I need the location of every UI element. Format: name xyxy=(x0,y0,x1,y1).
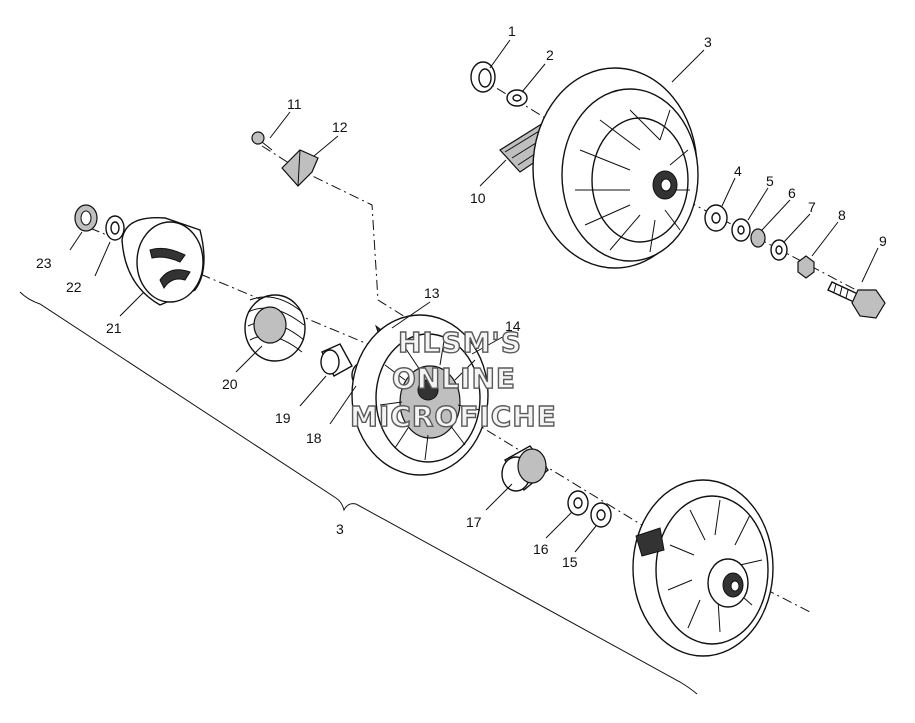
part-20-spring xyxy=(244,294,306,362)
part-4-washer xyxy=(704,204,728,232)
leader-lines xyxy=(69,39,879,553)
part-17-bearing xyxy=(501,445,549,492)
part-7-washer xyxy=(770,239,788,261)
watermark-line-3: MICROFICHE xyxy=(350,400,557,433)
part-6-lock-washer xyxy=(750,228,766,248)
callout-21: 21 xyxy=(106,320,122,336)
part-1-seal xyxy=(470,61,496,93)
watermark: HLSM'S ONLINE MICROFICHE xyxy=(349,325,557,433)
part-5-washer xyxy=(731,218,751,242)
part-21-cam xyxy=(121,216,205,306)
callout-6: 6 xyxy=(788,185,796,201)
part-22-washer xyxy=(105,215,125,241)
part-9-bolt xyxy=(827,281,886,319)
callout-4: 4 xyxy=(734,163,742,179)
callout-11: 11 xyxy=(287,96,302,112)
part-23-ring xyxy=(74,204,98,232)
watermark-line-1: HLSM'S xyxy=(398,326,522,359)
callout-12: 12 xyxy=(332,119,348,135)
callout-10: 10 xyxy=(470,190,486,206)
callout-14: 14 xyxy=(505,318,521,334)
part-2-washer xyxy=(506,89,528,107)
bolt-axis-line xyxy=(261,145,411,321)
assembly-bracket xyxy=(19,291,698,695)
part-11-screw xyxy=(251,131,273,151)
part-19-bushing xyxy=(320,343,353,377)
secondary-fixed-sheave xyxy=(632,479,774,657)
callout-7: 7 xyxy=(808,199,816,215)
callout-8: 8 xyxy=(838,207,846,223)
callout-1: 1 xyxy=(508,23,516,39)
callout-20: 20 xyxy=(222,376,238,392)
part-12-shoe xyxy=(281,149,319,187)
callout-9: 9 xyxy=(879,233,887,249)
callout-2: 2 xyxy=(546,47,554,63)
part-8-nut xyxy=(797,255,815,279)
callout-23: 23 xyxy=(36,255,52,271)
part-15-washer xyxy=(590,502,612,528)
callout-22: 22 xyxy=(66,279,82,295)
secondary-moveable-sheave xyxy=(351,314,489,476)
callout-17: 17 xyxy=(466,514,482,530)
callout-5: 5 xyxy=(766,173,774,189)
watermark-line-2: ONLINE xyxy=(392,362,516,395)
callout-18: 18 xyxy=(306,430,322,446)
callout-3-primary: 3 xyxy=(704,34,712,50)
part-16-washer xyxy=(567,490,589,516)
part-3-primary-sheave xyxy=(532,67,699,269)
callout-19: 19 xyxy=(275,410,291,426)
callout-13: 13 xyxy=(424,285,440,301)
callout-15: 15 xyxy=(562,554,578,570)
callout-16: 16 xyxy=(533,541,549,557)
callout-3-assembly: 3 xyxy=(336,521,344,537)
